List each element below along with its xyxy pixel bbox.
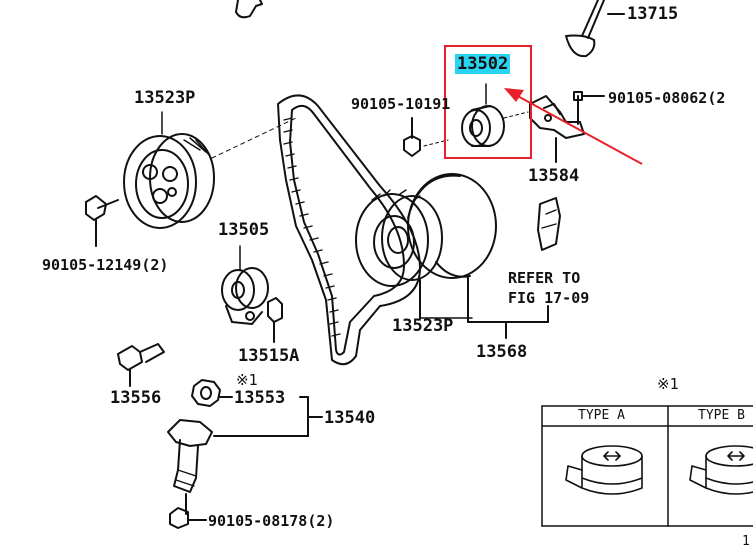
crankshaft-pulley-mid bbox=[355, 189, 473, 319]
bolt-90105-10191 bbox=[403, 117, 449, 157]
timing-belt bbox=[277, 94, 421, 366]
bracket-13584 bbox=[529, 91, 605, 163]
label-13556: 13556 bbox=[110, 388, 162, 408]
label-90105-12149: 90105-12149(2) bbox=[42, 256, 169, 274]
label-refer-line2: FIG 17-09 bbox=[508, 289, 590, 307]
label-13568: 13568 bbox=[476, 342, 528, 362]
label-13715: 13715 bbox=[627, 4, 679, 24]
part-13715-drawing bbox=[565, 0, 625, 58]
bolt-90105-12149 bbox=[85, 195, 119, 247]
label-13540: 13540 bbox=[324, 408, 376, 428]
label-13584: 13584 bbox=[528, 166, 580, 186]
gear-13553 bbox=[191, 379, 233, 407]
label-13502[interactable]: 13502 bbox=[455, 54, 511, 74]
type-table bbox=[541, 405, 753, 527]
label-refer-line1: REFER TO bbox=[508, 269, 581, 287]
label-13502-highlight: 13502 bbox=[455, 54, 511, 74]
refer-cover-fragment bbox=[537, 197, 561, 251]
corner-number: 1 bbox=[742, 534, 750, 549]
bolt-fragment-top bbox=[235, 0, 263, 19]
label-13523p-mid: 13523P bbox=[392, 316, 454, 336]
label-13515a: 13515A bbox=[238, 346, 300, 366]
table-note-mark: ※1 bbox=[657, 375, 679, 393]
table-header-type-b: TYPE B bbox=[698, 408, 745, 423]
type-a-housing bbox=[565, 445, 643, 495]
pulley-guide-13568 bbox=[407, 173, 549, 339]
label-13523p-top: 13523P bbox=[134, 88, 196, 108]
note-mark: ※1 bbox=[236, 371, 258, 389]
label-13553: 13553 bbox=[234, 388, 286, 408]
callout-arrow bbox=[504, 88, 643, 165]
label-90105-08178: 90105-08178(2) bbox=[208, 512, 335, 530]
tensioner-13505 bbox=[221, 245, 269, 325]
label-90105-10191: 90105-10191 bbox=[351, 95, 451, 113]
label-90105-08062: 90105-08062(2 bbox=[608, 89, 726, 107]
type-b-housing bbox=[689, 445, 753, 495]
highlight-box bbox=[444, 45, 532, 159]
bolt-90105-08178 bbox=[169, 507, 207, 529]
table-header-type-a: TYPE A bbox=[578, 408, 625, 423]
bolt-13556 bbox=[117, 343, 165, 387]
spacer-13515a bbox=[267, 297, 283, 343]
camshaft-pulley-top bbox=[123, 111, 297, 229]
label-13505: 13505 bbox=[218, 220, 270, 240]
idler-pulley-13502 bbox=[461, 83, 529, 147]
crank-assembly-13540 bbox=[167, 396, 323, 515]
